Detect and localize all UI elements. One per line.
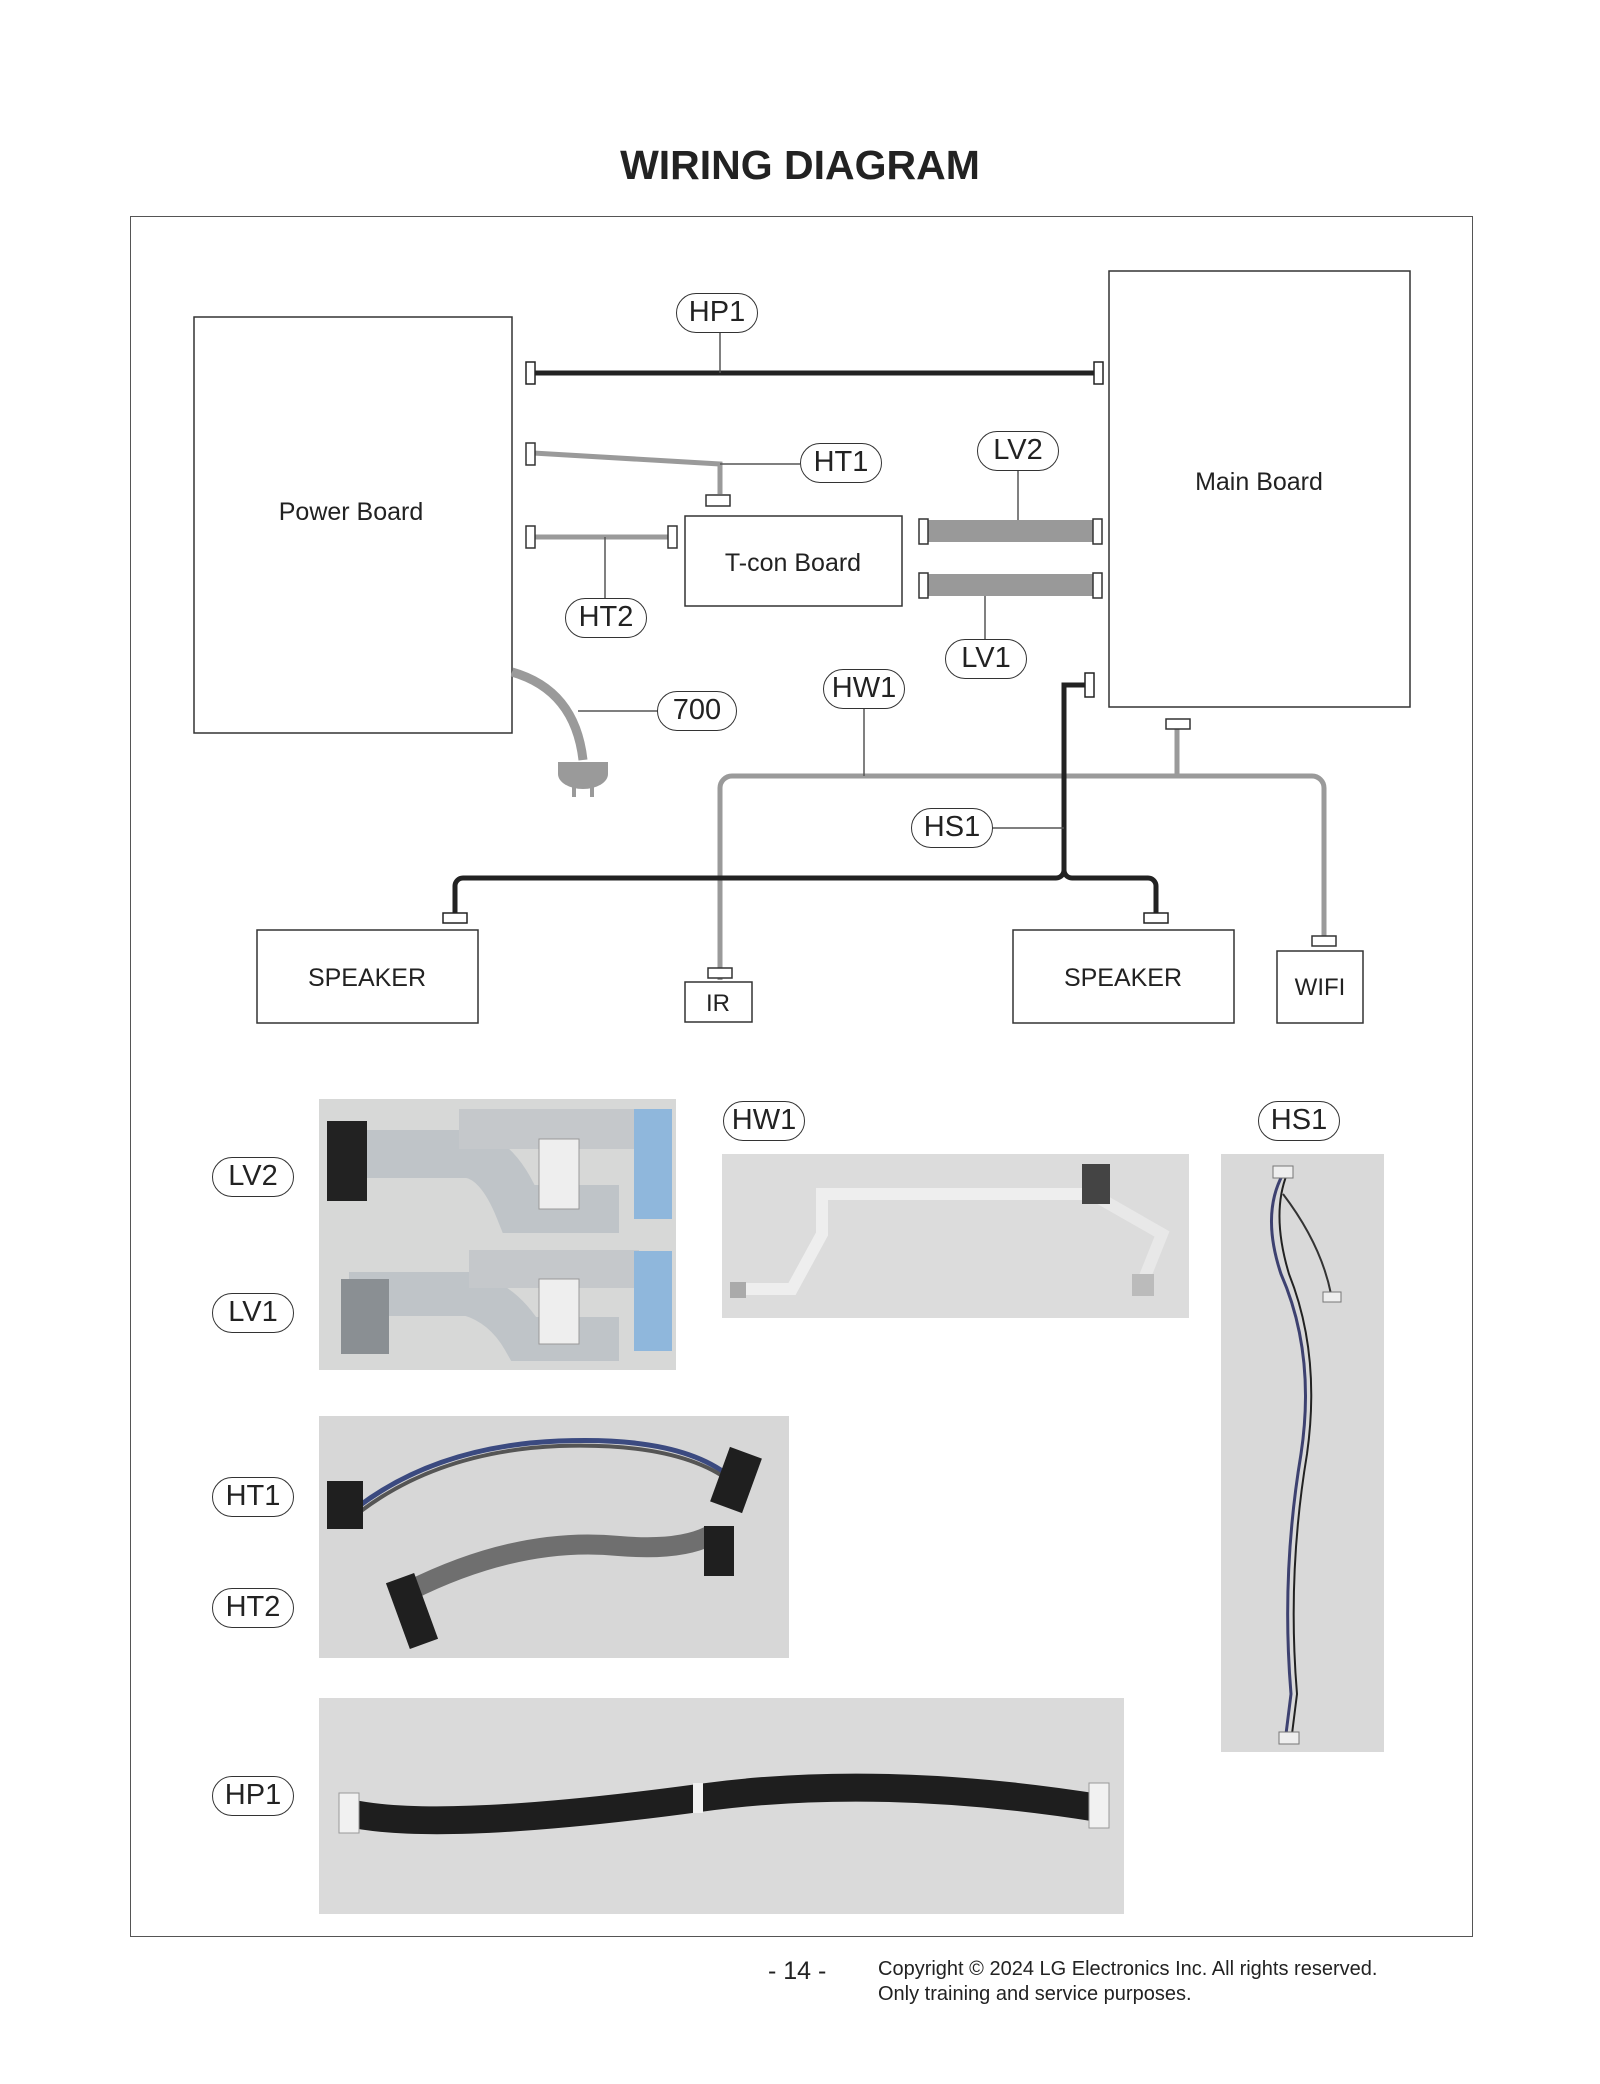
main-board-box — [1108, 270, 1411, 708]
photo-label-lv2: LV2 — [212, 1157, 294, 1197]
speaker-left-box — [256, 929, 479, 1024]
hw1-cable — [717, 773, 1327, 980]
hs1-connector-speaker-right — [1143, 912, 1169, 924]
power-cord-callout: 700 — [657, 691, 737, 731]
lv1-connector-right — [1092, 572, 1103, 599]
power-cord — [510, 667, 588, 761]
hw1-cable-illustration — [722, 1154, 1189, 1318]
tcon-board-box — [684, 515, 903, 607]
photo-ht-cables — [319, 1416, 789, 1658]
hp1-connector-right — [1093, 361, 1104, 385]
hs1-connector-speaker-left — [442, 912, 468, 924]
power-board-box — [193, 316, 513, 734]
hs1-connector-main — [1084, 672, 1095, 698]
ht2-connector-tcon — [667, 525, 678, 549]
ht2-connector-power — [525, 525, 536, 549]
power-board-label: Power Board — [279, 498, 424, 526]
speaker-left-label: SPEAKER — [308, 964, 426, 992]
photo-lv-cables — [319, 1099, 676, 1370]
ht1-connector-power — [525, 442, 536, 466]
hw1-connector-ir — [707, 967, 733, 979]
speaker-right-box — [1012, 929, 1235, 1024]
hs1-cable-right — [1061, 869, 1159, 913]
page-title: WIRING DIAGRAM — [620, 142, 980, 188]
hs1-callout: HS1 — [911, 808, 993, 848]
speaker-right-label: SPEAKER — [1064, 964, 1182, 992]
ir-box — [684, 981, 753, 1023]
hs1-cable-illustration — [1221, 1154, 1384, 1752]
footer-copyright: Copyright © 2024 LG Electronics Inc. All… — [878, 1957, 1377, 2007]
power-plug-icon — [558, 762, 608, 789]
hp1-cable-illustration — [319, 1698, 1124, 1914]
hs1-cable — [452, 682, 1088, 913]
purpose-text: Only training and service purposes. — [878, 1983, 1192, 2005]
lv1-cable — [928, 574, 1094, 596]
photo-label-ht1: HT1 — [212, 1477, 294, 1517]
ht1-cable — [532, 450, 723, 494]
tcon-board-label: T-con Board — [725, 549, 861, 577]
photo-label-hs1: HS1 — [1258, 1101, 1340, 1141]
wifi-label: WIFI — [1295, 974, 1346, 1001]
wiring-schematic: Power Board Main Board T-con Board SPEAK… — [193, 270, 1411, 1024]
photo-label-hw1: HW1 — [723, 1101, 805, 1141]
lv2-callout: LV2 — [977, 431, 1059, 471]
lv1-connector-left — [918, 572, 929, 599]
copyright-text: Copyright © 2024 LG Electronics Inc. All… — [878, 1958, 1378, 1980]
ht1-callout: HT1 — [800, 443, 882, 483]
diagram-frame — [130, 216, 1473, 1937]
photo-hs1-cable — [1221, 1154, 1384, 1752]
hp1-connector-left — [525, 361, 536, 385]
photo-label-hp1: HP1 — [212, 1776, 294, 1816]
lv2-cable — [928, 520, 1094, 542]
ht-cables-illustration — [319, 1416, 789, 1658]
photo-label-ht2: HT2 — [212, 1588, 294, 1628]
hw1-connector-wifi — [1311, 935, 1337, 947]
hp1-callout: HP1 — [676, 293, 758, 333]
main-board-label: Main Board — [1195, 468, 1323, 496]
hw1-callout: HW1 — [823, 669, 905, 709]
hw1-connector-main — [1165, 718, 1191, 730]
lv2-connector-left — [918, 518, 929, 545]
wifi-box — [1276, 950, 1364, 1024]
ir-label: IR — [706, 990, 730, 1017]
lv2-connector-right — [1092, 518, 1103, 545]
ht1-connector-tcon — [705, 494, 731, 507]
page-number: - 14 - — [768, 1957, 827, 1985]
lv1-callout: LV1 — [945, 639, 1027, 679]
ht2-callout: HT2 — [565, 598, 647, 638]
photo-hw1-cable — [722, 1154, 1189, 1318]
photo-hp1-cable — [319, 1698, 1124, 1914]
photo-label-lv1: LV1 — [212, 1293, 294, 1333]
lv-cables-illustration — [319, 1099, 676, 1370]
